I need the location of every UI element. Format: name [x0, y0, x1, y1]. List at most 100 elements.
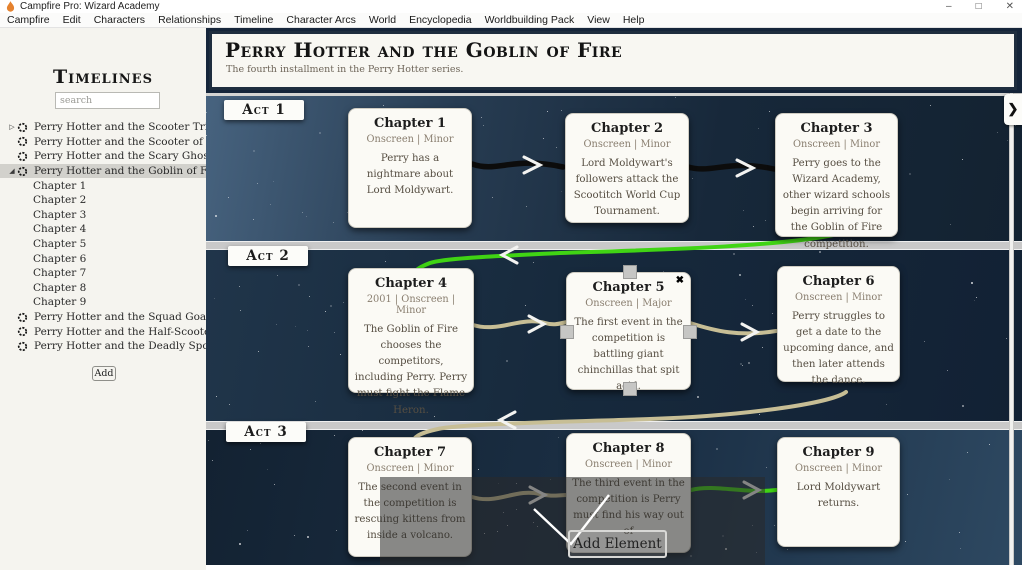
card-body: Perry has a nightmare about Lord Moldywa…: [366, 153, 454, 197]
card-body: Perry goes to the Wizard Academy, other …: [782, 158, 891, 250]
menu-edit[interactable]: Edit: [62, 14, 81, 26]
card-meta: Onscreen | Minor: [792, 139, 881, 150]
card-title: Chapter 5: [592, 280, 665, 295]
act-label-act-1: Act 1: [224, 100, 304, 120]
card-meta: Onscreen | Major: [585, 298, 672, 309]
timeline-icon: [17, 341, 30, 352]
menu-characters[interactable]: Characters: [93, 14, 146, 26]
card-title: Chapter 4: [374, 276, 447, 291]
sidebar-chapter-2[interactable]: Chapter 2: [0, 193, 206, 208]
act-area-top-border: [206, 93, 1022, 96]
card-title: Chapter 3: [800, 121, 873, 136]
card-body: The Goblin of Fire chooses the competito…: [354, 324, 468, 416]
timeline-label: Perry Hotter and the Scary Ghost Things: [34, 150, 253, 163]
sidebar-chapter-7[interactable]: Chapter 7: [0, 266, 206, 281]
timeline-label: Perry Hotter and the Half-Scooter Centau…: [34, 325, 262, 338]
act-divider-2: [206, 421, 1022, 430]
menu-help[interactable]: Help: [622, 14, 645, 26]
close-button[interactable]: ✕: [1005, 1, 1014, 12]
menu-bar: Campfire Edit Characters Relationships Timel…: [0, 13, 1022, 28]
handle-left[interactable]: [560, 325, 574, 339]
window-title: Campfire Pro: Wizard Academy: [20, 1, 160, 12]
sidebar-chapter-5[interactable]: Chapter 5: [0, 237, 206, 252]
sidebar-chapter-3[interactable]: Chapter 3: [0, 208, 206, 223]
timeline-subtitle: The fourth installment in the Perry Hott…: [226, 64, 464, 75]
menu-world[interactable]: World: [368, 14, 397, 26]
timeline-label: Perry Hotter and the Scooter Trick: [34, 121, 221, 134]
card-body: Lord Moldywart's followers attack the Sc…: [573, 158, 681, 218]
timeline-icon: [17, 166, 30, 177]
card-title: Chapter 9: [802, 445, 875, 460]
card-meta: 2001 | Onscreen | Minor: [366, 294, 456, 316]
menu-timeline[interactable]: Timeline: [234, 14, 274, 26]
sidebar-timeline-perry-hotter-and-the-half-scooter-centaur[interactable]: Perry Hotter and the Half-Scooter Centau…: [0, 324, 262, 339]
menu-view[interactable]: View: [587, 14, 610, 26]
sidebar-timeline-perry-hotter-and-the-deadly-spook[interactable]: Perry Hotter and the Deadly Spook: [0, 339, 221, 354]
chapter-label: Chapter 5: [33, 238, 87, 251]
sidebar-chapter-6[interactable]: Chapter 6: [0, 251, 206, 266]
card-meta: Onscreen | Minor: [366, 134, 454, 145]
chapter-label: Chapter 7: [33, 267, 87, 280]
timeline-title: Perry Hotter and the Goblin of Fire: [225, 38, 623, 62]
sidebar-chapter-1[interactable]: Chapter 1: [0, 178, 206, 193]
timeline-label: Perry Hotter and the Goblin of Fire: [34, 165, 222, 178]
expand-panel-button[interactable]: ❯: [1004, 94, 1022, 125]
act-divider-1: [206, 241, 1022, 250]
chapter-label: Chapter 4: [33, 223, 87, 236]
timeline-icon: [17, 136, 30, 147]
handle-right[interactable]: [683, 325, 697, 339]
timeline-icon: [17, 312, 30, 323]
campfire-flame-icon: [6, 1, 15, 12]
sidebar-timeline-perry-hotter-and-the-goblin-of-fire[interactable]: ◢ Perry Hotter and the Goblin of Fire: [0, 163, 222, 179]
sidebar-timeline-perry-hotter-and-the-scary-ghost-things[interactable]: Perry Hotter and the Scary Ghost Things: [0, 149, 252, 164]
act-label-act-2: Act 2: [228, 246, 308, 266]
drag-selection-overlay: Add Element: [380, 477, 765, 565]
menu-worldbuilding-pack[interactable]: Worldbuilding Pack: [484, 14, 575, 26]
card-body: Lord Moldywart returns.: [796, 482, 881, 510]
chapter-label: Chapter 8: [33, 281, 87, 294]
handle-bottom[interactable]: [622, 382, 637, 396]
add-element-button[interactable]: Add Element: [568, 530, 667, 558]
sidebar-timeline-perry-hotter-and-the-squad-goals[interactable]: Perry Hotter and the Squad Goals: [0, 310, 215, 325]
maximize-button[interactable]: □: [975, 1, 982, 12]
card-meta: Onscreen | Minor: [366, 463, 454, 474]
add-timeline-button[interactable]: Add: [92, 366, 116, 381]
close-card-button[interactable]: ✖: [675, 275, 684, 286]
act-label-act-3: Act 3: [226, 422, 306, 442]
chapter-label: Chapter 1: [33, 179, 87, 192]
title-bar: Campfire Pro: Wizard Academy – □ ✕: [0, 0, 1022, 13]
sidebar-chapter-8[interactable]: Chapter 8: [0, 281, 206, 296]
sidebar-chapter-9[interactable]: Chapter 9: [0, 295, 206, 310]
caret-collapsed-icon[interactable]: ▷: [9, 123, 15, 132]
timeline-right-scrollbar[interactable]: [1009, 93, 1014, 565]
menu-campfire[interactable]: Campfire: [7, 14, 50, 26]
caret-expanded-icon[interactable]: ◢: [9, 167, 15, 176]
menu-character-arcs[interactable]: Character Arcs: [286, 14, 356, 26]
menu-encyclopedia[interactable]: Encyclopedia: [409, 14, 472, 26]
sidebar-timeline-perry-hotter-and-the-scooter-trick[interactable]: ▷ Perry Hotter and the Scooter Trick: [0, 120, 220, 135]
sidebar-timeline-perry-hotter-and-the-scooter-of-secrets[interactable]: Perry Hotter and the Scooter of Secrets: [0, 135, 246, 150]
timeline-header: Perry Hotter and the Goblin of Fire The …: [209, 31, 1017, 90]
card-title: Chapter 8: [592, 441, 665, 456]
chapter-label: Chapter 9: [33, 296, 87, 309]
menu-relationships[interactable]: Relationships: [158, 14, 222, 26]
card-title: Chapter 2: [590, 121, 663, 136]
search-input[interactable]: [55, 92, 160, 109]
minimize-button[interactable]: –: [946, 1, 952, 12]
chapter-label: Chapter 6: [33, 252, 87, 265]
chapter-label: Chapter 3: [33, 208, 87, 221]
window-controls: – □ ✕: [946, 0, 1014, 13]
handle-top[interactable]: [622, 265, 637, 279]
card-title: Chapter 6: [802, 274, 875, 289]
timeline-label: Perry Hotter and the Scooter of Secrets: [34, 135, 247, 148]
sidebar-chapter-4[interactable]: Chapter 4: [0, 222, 206, 237]
